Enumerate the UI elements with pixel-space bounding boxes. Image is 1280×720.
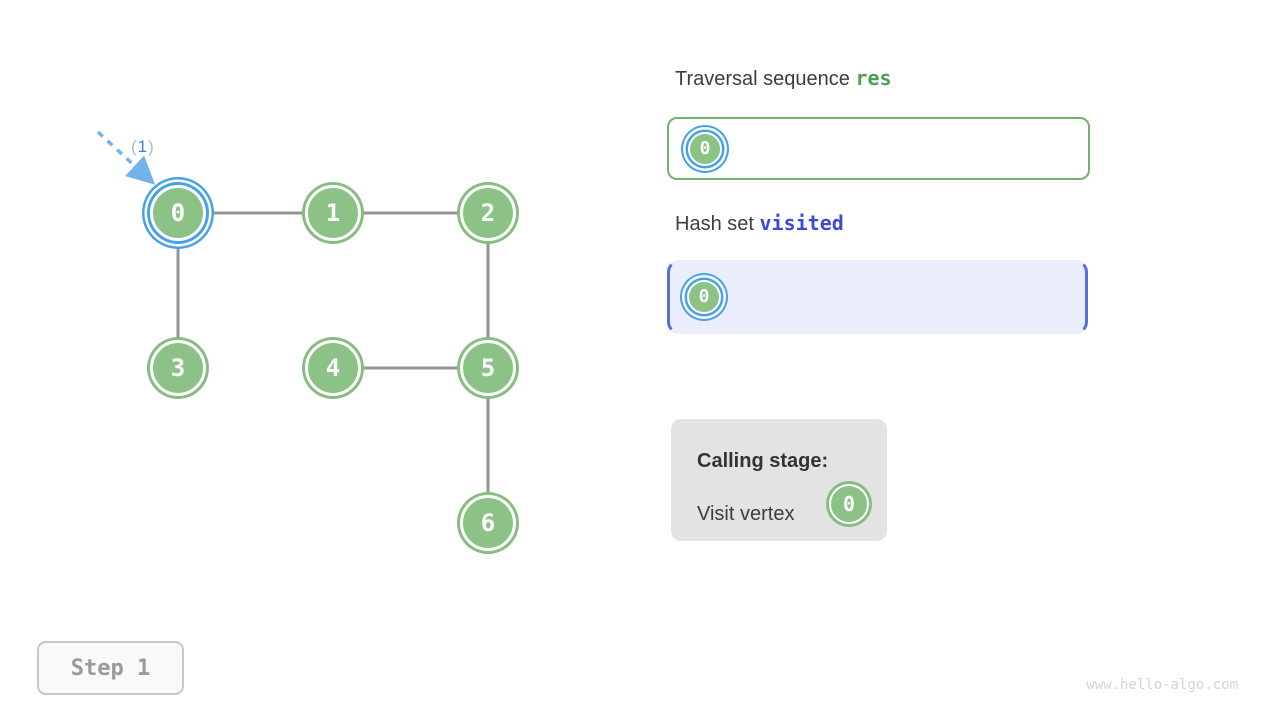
- graph-vertex-0: 0: [150, 185, 206, 241]
- graph-vertex-2: 2: [460, 185, 516, 241]
- annotation-open-paren: (: [131, 137, 138, 156]
- calling-stage-title: Calling stage:: [697, 450, 829, 472]
- graph-vertex-4: 4: [305, 340, 361, 396]
- calling-stage-vertex-badge: 0: [829, 484, 869, 524]
- step-button[interactable]: Step 1: [37, 641, 184, 695]
- graph-vertex-5: 5: [460, 340, 516, 396]
- hash-set-title: Hash set visited: [675, 211, 844, 236]
- traversal-sequence-title: Traversal sequence res: [675, 66, 892, 91]
- call-order-annotation: (1): [131, 137, 155, 157]
- visited-vertex-chip-0: 0: [687, 280, 721, 314]
- res-code-label: res: [855, 66, 892, 90]
- graph-vertex-1: 1: [305, 185, 361, 241]
- calling-stage-panel: Calling stage: Visit vertex 0: [671, 419, 887, 541]
- traversal-sequence-label: Traversal sequence: [675, 68, 850, 90]
- graph-vertex-6: 6: [460, 495, 516, 551]
- calling-stage-action: Visit vertex: [697, 503, 795, 525]
- annotation-close-paren: ): [148, 137, 155, 156]
- hash-set-box: 0: [667, 260, 1088, 334]
- graph-vertex-3: 3: [150, 340, 206, 396]
- hash-set-label: Hash set: [675, 213, 754, 235]
- visited-vertex-chip-0: 0: [688, 131, 722, 166]
- watermark: www.hello-algo.com: [1086, 677, 1238, 693]
- visited-code-label: visited: [759, 211, 844, 235]
- annotation-number: 1: [137, 137, 149, 156]
- traversal-sequence-box: 0: [667, 117, 1090, 180]
